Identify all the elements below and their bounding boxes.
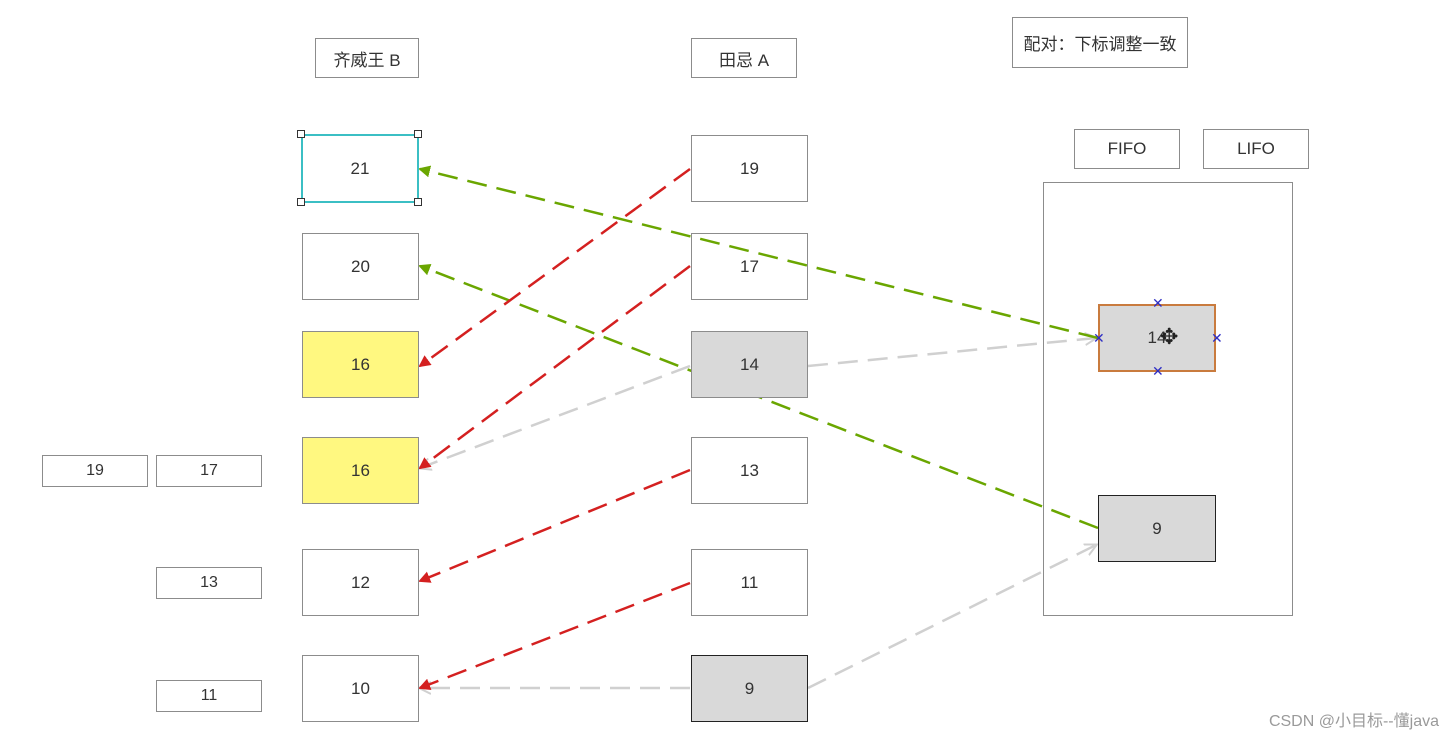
a-node-5[interactable]: 11 (691, 549, 808, 616)
queue-container[interactable] (1043, 182, 1293, 616)
resize-handle-tr[interactable] (414, 130, 422, 138)
connection-point-right[interactable]: ✕ (1211, 331, 1223, 347)
lifo-label[interactable]: LIFO (1203, 129, 1309, 169)
b-node-4[interactable]: 16 (302, 437, 419, 504)
resize-handle-tl[interactable] (297, 130, 305, 138)
red-arrow-13-to-b12 (418, 468, 691, 583)
resize-handle-br[interactable] (414, 198, 422, 206)
gray-arrow-14-to-b16 (420, 364, 691, 468)
b-node-2[interactable]: 20 (302, 233, 419, 300)
a-node-6[interactable]: 9 (691, 655, 808, 722)
gray-arrow-9-to-container (807, 545, 1096, 690)
b-node-3[interactable]: 16 (302, 331, 419, 398)
left-box-19[interactable]: 19 (42, 455, 148, 487)
fifo-label[interactable]: FIFO (1074, 129, 1180, 169)
resize-handle-bl[interactable] (297, 198, 305, 206)
connection-point-bottom[interactable]: ✕ (1152, 364, 1164, 380)
red-arrow-17-to-b16 (418, 264, 691, 470)
b-node-1[interactable]: 21 (301, 134, 419, 203)
a-node-2[interactable]: 17 (691, 233, 808, 300)
connection-point-left[interactable]: ✕ (1093, 331, 1105, 347)
green-arrow-container14-to-b21 (418, 165, 1099, 340)
left-box-13[interactable]: 13 (156, 567, 262, 599)
container-item-top[interactable]: 14 (1098, 304, 1216, 372)
left-box-17[interactable]: 17 (156, 455, 262, 487)
a-node-1[interactable]: 19 (691, 135, 808, 202)
container-item-bottom[interactable]: 9 (1098, 495, 1216, 562)
tian-a-header[interactable]: 田忌 A (691, 38, 797, 78)
move-cursor-icon: ✥ (1160, 325, 1179, 350)
pairing-note[interactable]: 配对：下标调整一致 (1012, 17, 1188, 68)
left-box-11[interactable]: 11 (156, 680, 262, 712)
b-node-6[interactable]: 10 (302, 655, 419, 722)
red-arrow-19-to-b16 (418, 167, 691, 368)
a-node-4[interactable]: 13 (691, 437, 808, 504)
watermark: CSDN @小目标--懂java (1268, 713, 1439, 730)
b-node-5[interactable]: 12 (302, 549, 419, 616)
connection-point-top[interactable]: ✕ (1152, 296, 1164, 312)
red-arrow-11-to-b10 (418, 581, 691, 690)
a-node-3[interactable]: 14 (691, 331, 808, 398)
king-b-header[interactable]: 齐威王 B (315, 38, 419, 78)
gray-arrow-14-to-container (807, 338, 1096, 368)
